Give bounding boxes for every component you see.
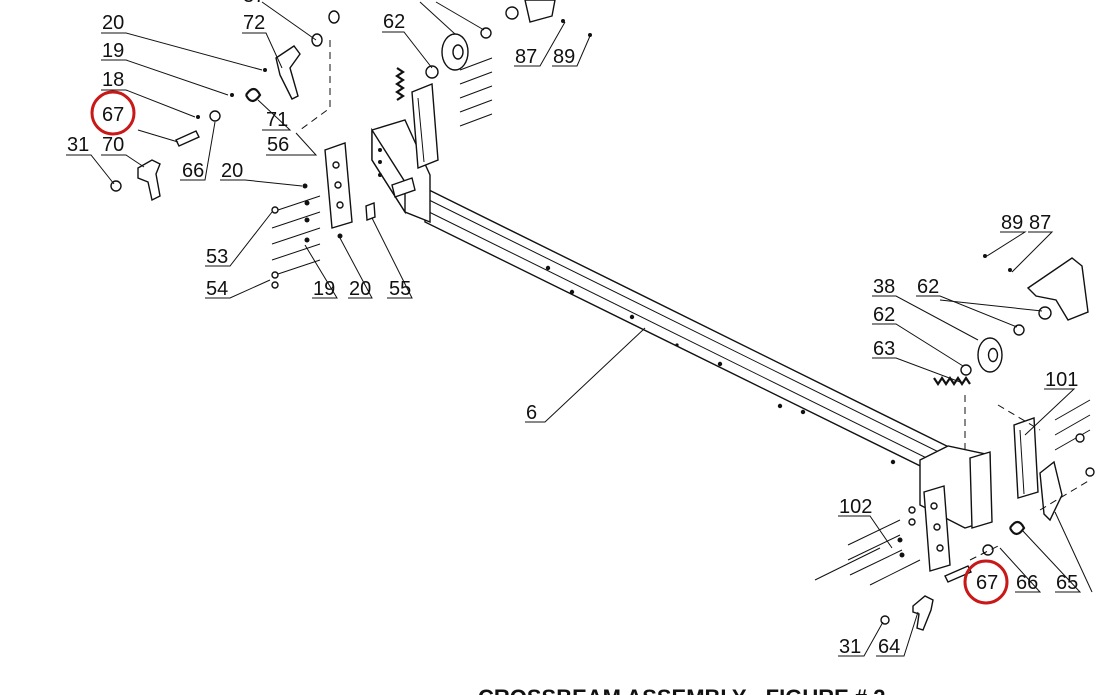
label-part-55: 55 xyxy=(389,278,411,300)
label-part-54: 54 xyxy=(206,278,228,300)
leader-lines xyxy=(66,1,1093,657)
label-part-38: 38 xyxy=(873,276,895,298)
label-part-101: 101 xyxy=(1045,369,1078,391)
highlight-circle-67-left xyxy=(90,90,136,136)
highlight-circles xyxy=(90,90,1009,605)
label-part-62: 62 xyxy=(383,11,405,33)
label-part-63: 63 xyxy=(873,338,895,360)
label-part-89: 89 xyxy=(1001,212,1023,234)
left-latch-parts xyxy=(110,10,340,202)
label-part-87: 87 xyxy=(515,46,537,68)
label-part-56: 56 xyxy=(267,134,289,156)
label-part-65: 65 xyxy=(1056,572,1078,594)
label-part-20: 20 xyxy=(221,160,243,182)
label-part-70: 70 xyxy=(102,134,124,156)
label-part-64: 64 xyxy=(878,636,900,658)
label-part-102: 102 xyxy=(839,496,872,518)
label-part-18: 18 xyxy=(102,69,124,91)
right-bolts xyxy=(814,399,1095,586)
right-pulley xyxy=(933,254,1089,386)
label-part-66: 66 xyxy=(1016,572,1038,594)
label-part-62: 62 xyxy=(873,304,895,326)
label-part-53: 53 xyxy=(206,246,228,268)
label-part-71: 71 xyxy=(266,109,288,131)
left-bolts xyxy=(271,183,343,289)
label-part-20: 20 xyxy=(102,12,124,34)
label-part-67: 67 xyxy=(976,572,998,594)
figure-caption: CROSSBEAM ASSEMBLY - FIGURE # 2 xyxy=(478,685,885,695)
label-part-20: 20 xyxy=(349,278,371,300)
highlight-circle-67-right xyxy=(963,559,1009,605)
label-part-37: 37 xyxy=(243,0,265,7)
label-part-62: 62 xyxy=(917,276,939,298)
left-pulley xyxy=(425,0,592,127)
label-part-72: 72 xyxy=(243,12,265,34)
label-part-66: 66 xyxy=(182,160,204,182)
label-part-19: 19 xyxy=(102,40,124,62)
label-part-31: 31 xyxy=(67,134,89,156)
left-end-bracket xyxy=(324,67,439,229)
right-end-bracket xyxy=(919,395,1063,572)
label-part-67: 67 xyxy=(102,104,124,126)
part-labels: 20 37 72 19 18 67 71 56 31 70 66 20 62 8… xyxy=(67,0,1078,658)
label-part-19: 19 xyxy=(313,278,335,300)
label-part-6: 6 xyxy=(526,402,537,424)
label-part-87: 87 xyxy=(1029,212,1051,234)
label-part-89: 89 xyxy=(553,46,575,68)
label-part-31: 31 xyxy=(839,636,861,658)
